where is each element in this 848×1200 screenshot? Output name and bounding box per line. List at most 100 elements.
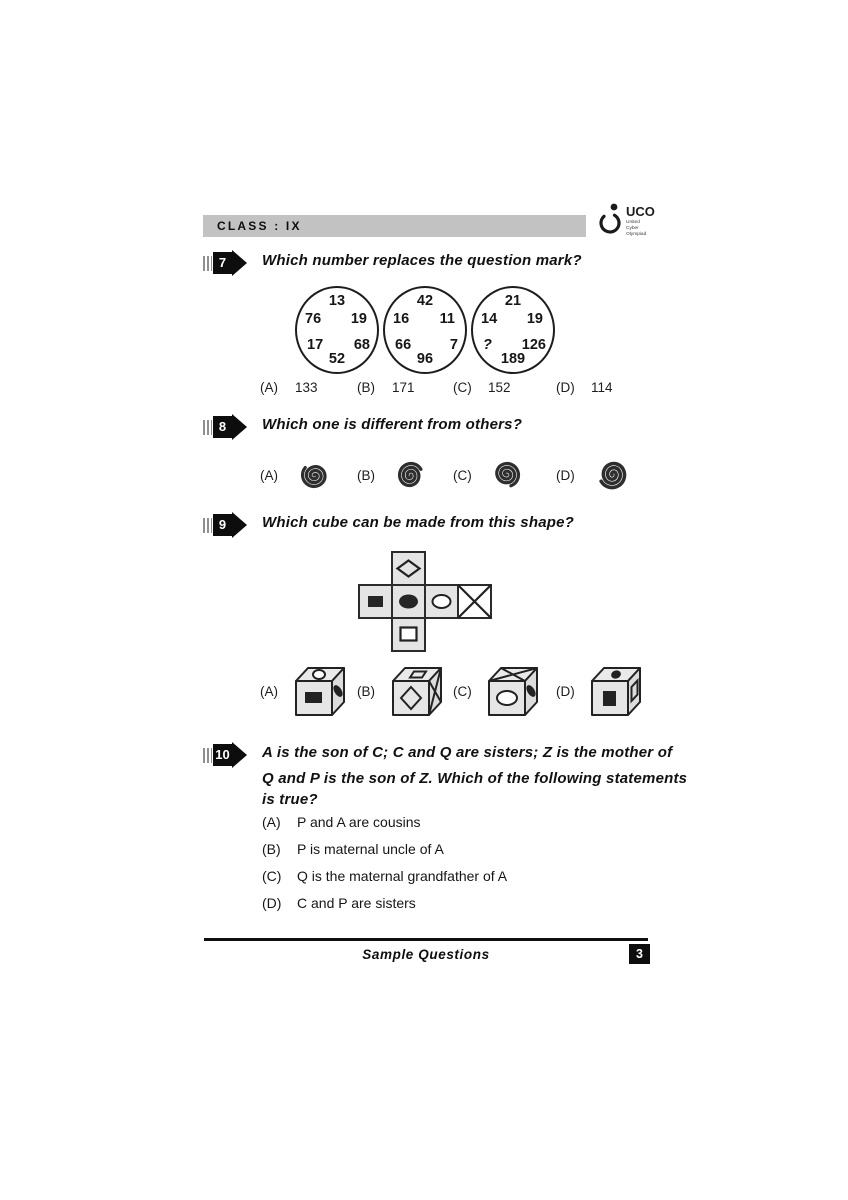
circle-value: 21 <box>504 293 522 309</box>
question-7-number: 7 <box>213 252 232 274</box>
q9-option-a: (A) <box>260 663 347 719</box>
q8-option-d: (D) <box>556 452 635 498</box>
q8-option-a: (A) <box>260 454 335 496</box>
option-letter: (C) <box>453 380 472 395</box>
diamond-outline-icon <box>395 559 422 578</box>
question-10-title-line-3: is true? <box>262 791 318 808</box>
footer-title: Sample Questions <box>362 947 490 962</box>
circle-value: 126 <box>521 337 546 353</box>
option-letter: (A) <box>260 380 278 395</box>
cube-net-figure <box>358 551 492 652</box>
circle-value: 13 <box>328 293 346 309</box>
option-letter: (D) <box>556 467 575 483</box>
option-letter: (C) <box>262 868 282 884</box>
arrow-right-icon <box>232 250 247 276</box>
question-10-title-line-1: A is the son of C; C and Q are sisters; … <box>262 744 673 761</box>
logo-line-2: Cyber <box>626 225 639 231</box>
circle-value: 16 <box>393 311 410 327</box>
q7-option-b: (B) 171 <box>357 380 415 395</box>
page-number-badge: 3 <box>629 944 650 964</box>
circle-value: 52 <box>328 351 346 367</box>
logo-line-3: Olympiad <box>626 231 647 237</box>
circle-value: 96 <box>416 351 434 367</box>
arrow-right-icon <box>232 414 247 440</box>
option-letter: (B) <box>262 841 281 857</box>
marker-stripes-icon <box>203 419 212 435</box>
circle-value: 7 <box>449 337 458 353</box>
class-label: CLASS : IX <box>217 219 302 233</box>
spiral-icon <box>599 461 627 490</box>
class-header-bar: CLASS : IX <box>203 215 586 237</box>
question-9-marker: 9 <box>203 512 247 538</box>
option-letter: (A) <box>262 814 281 830</box>
filled-square-icon <box>368 596 383 607</box>
q10-option-d: (D) C and P are sisters <box>262 895 416 911</box>
circle-value: 19 <box>350 311 367 327</box>
q8-option-b: (B) <box>357 454 432 496</box>
circle-value: 68 <box>353 337 370 353</box>
option-letter: (B) <box>357 467 375 483</box>
option-letter: (D) <box>556 380 575 395</box>
option-letter: (A) <box>260 467 278 483</box>
number-circle-3: 21 14 19 ? 126 189 <box>471 286 555 374</box>
option-value: 133 <box>295 380 318 395</box>
q8-option-c: (C) <box>453 454 528 496</box>
option-letter: (B) <box>357 380 375 395</box>
question-8-marker: 8 <box>203 414 247 440</box>
footer-divider <box>204 938 648 941</box>
question-7-marker: 7 <box>203 250 247 276</box>
question-10-marker: 10 <box>203 742 247 768</box>
square-outline-icon <box>399 626 418 642</box>
q7-option-a: (A) 133 <box>260 380 318 395</box>
spiral-icon <box>495 461 521 488</box>
circle-value: 19 <box>526 311 543 327</box>
question-9-title: Which cube can be made from this shape? <box>262 514 575 531</box>
ellipse-outline-icon <box>431 594 452 609</box>
option-letter: (D) <box>262 895 282 911</box>
uco-logo: UCO United Cyber Olympiad <box>597 201 655 243</box>
number-circle-2: 42 16 11 66 7 96 <box>383 286 467 374</box>
arrow-right-icon <box>232 742 247 768</box>
circle-value: 42 <box>416 293 434 309</box>
question-10-number: 10 <box>213 744 232 766</box>
q7-option-c: (C) 152 <box>453 380 511 395</box>
question-8-title: Which one is different from others? <box>262 416 523 433</box>
arrow-right-icon <box>232 512 247 538</box>
q9-option-c: (C) <box>453 663 540 719</box>
marker-stripes-icon <box>203 255 212 271</box>
marker-stripes-icon <box>203 517 212 533</box>
option-value: 171 <box>392 380 415 395</box>
logo-title: UCO <box>626 204 655 219</box>
cube-icon <box>591 667 641 716</box>
option-value: 152 <box>488 380 511 395</box>
circle-value: 11 <box>439 311 455 327</box>
uco-logo-icon: UCO United Cyber Olympiad <box>599 203 655 237</box>
question-mark-value: ? <box>483 337 492 353</box>
question-8-number: 8 <box>213 416 232 438</box>
cube-icon <box>295 667 345 716</box>
q10-option-b: (B) P is maternal uncle of A <box>262 841 444 857</box>
q7-option-d: (D) 114 <box>556 380 613 395</box>
circle-value: 17 <box>307 337 324 353</box>
filled-ellipse-icon <box>399 594 418 609</box>
option-text: C and P are sisters <box>297 895 416 911</box>
question-7-title: Which number replaces the question mark? <box>262 252 582 269</box>
marker-stripes-icon <box>203 747 212 763</box>
q10-option-c: (C) Q is the maternal grandfather of A <box>262 868 507 884</box>
circle-value: 76 <box>305 311 322 327</box>
question-9-number: 9 <box>213 514 232 536</box>
option-letter: (A) <box>260 683 278 699</box>
q9-option-b: (B) <box>357 663 444 719</box>
spiral-icon <box>397 461 423 488</box>
circle-value: 14 <box>481 311 498 327</box>
option-value: 114 <box>591 380 613 395</box>
option-text: P is maternal uncle of A <box>297 841 444 857</box>
circle-value: 66 <box>395 337 412 353</box>
option-text: Q is the maternal grandfather of A <box>297 868 508 884</box>
q10-option-a: (A) P and A are cousins <box>262 814 421 830</box>
question-10-title-line-2: Q and P is the son of Z. Which of the fo… <box>262 770 688 787</box>
q9-option-d: (D) <box>556 663 643 719</box>
circle-value: 189 <box>500 351 526 367</box>
cube-icon <box>392 667 442 716</box>
